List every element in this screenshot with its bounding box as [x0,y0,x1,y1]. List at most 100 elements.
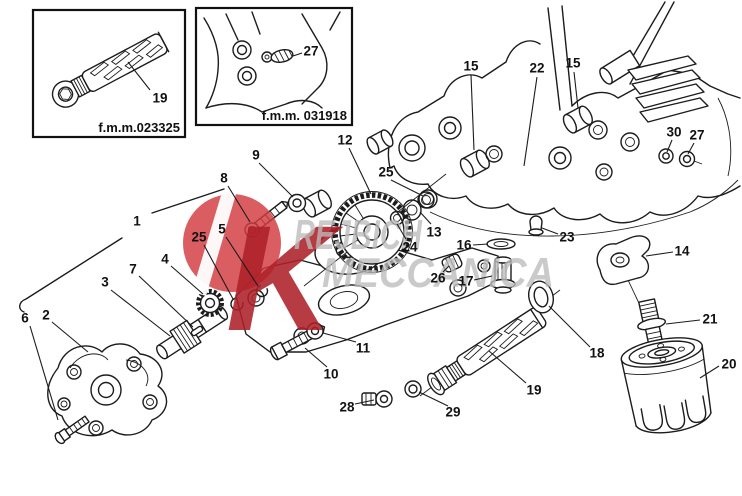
callout-label-8: 8 [220,171,228,186]
callout-leader-28 [354,399,375,405]
callout-leader-6 [29,325,59,421]
strainer-tube-drawing [427,307,547,396]
bushing-15-right [562,105,593,134]
watermark: K REJBICH MECCANICA [183,192,554,362]
callout-leader-27 [292,52,303,57]
inset2-caption: f.m.m. 031918 [262,108,347,123]
cooling-fins [627,55,709,123]
callout-leader-26 [442,265,450,273]
callout-leader-11 [322,332,357,343]
callout-label-4: 4 [161,252,169,267]
bracket-14-drawing [596,235,651,286]
spring-27-drawing [270,49,294,63]
callout-label-6: 6 [21,311,29,326]
callout-label-27: 27 [303,44,318,59]
oil-filter-drawing [620,337,712,434]
callout-label-5: 5 [218,222,226,237]
callout-leader-20 [699,365,720,379]
washer-30-drawing [658,148,674,164]
valve-17-drawing [490,256,516,294]
callout-leader-4 [170,265,204,295]
key-7-drawing [190,325,204,337]
callout-label-15: 15 [565,56,581,71]
callout-label-23: 23 [559,230,575,245]
callout-label-20: 20 [721,357,736,372]
circlip-25-drawing [230,297,244,311]
callout-label-29: 29 [445,405,460,420]
callout-label-16: 16 [456,238,472,253]
callout-leader-18 [548,305,591,348]
washer-16-drawing [486,238,516,250]
callout-leader-10 [304,347,328,368]
inset1-caption: f.m.m.023325 [98,120,180,135]
callout-leader-25 [203,244,234,300]
crankcase-drawing [301,1,741,237]
washer-11-drawing [306,322,324,340]
callout-label-21: 21 [702,312,718,327]
callout-label-3: 3 [101,275,109,290]
callout-leader-2 [51,321,89,353]
callout-leader-19 [127,61,151,91]
callout-label-15: 15 [463,59,479,74]
watermark-logo-slash [192,192,236,296]
callout-label-27: 27 [689,128,704,143]
inset-box-spring: f.m.m. 031918 [194,6,354,127]
seal-13 [402,199,422,221]
washer-9-drawing [287,193,307,213]
callout-leader-3 [110,289,171,337]
screw-6-drawing [54,415,90,445]
ring-18-drawing [527,280,555,314]
callout-label-24: 24 [402,240,418,255]
callout-leader-27 [687,142,695,155]
callout-leader-14 [645,251,674,257]
callout-label-14: 14 [674,244,690,259]
strainer-tube-inset-drawing [51,31,170,108]
crankcase-fragment-inset-drawing [203,11,341,113]
callout-leader-22 [523,76,538,167]
callout-leader-24 [396,223,407,240]
callout-label-12: 12 [337,133,352,148]
watermark-line2: MECCANICA [322,249,554,296]
callout-leader-16 [472,243,489,246]
callout-leader-29 [418,391,449,407]
callout-label-10: 10 [323,367,338,382]
circlip-5-drawing [255,284,269,298]
callout-label-28: 28 [339,400,355,415]
callout-label-13: 13 [426,225,442,240]
washer-29-drawing [404,380,422,398]
callout-label-30: 30 [666,125,681,140]
callout-label-25: 25 [378,165,394,180]
o-ring-case [485,145,503,163]
timing-gear-drawing [303,173,447,287]
gear-4-drawing [196,289,224,317]
pump-cover-drawing [47,343,168,437]
callout-label-2: 2 [42,308,50,323]
callout-label-7: 7 [129,262,137,277]
watermark-line1: REJBICH [294,211,423,258]
callout-label-19: 19 [526,383,541,398]
fitting-28-drawing [361,390,393,408]
callout-leader-30 [666,139,673,153]
assembly-bracket-line [19,188,225,313]
callout-leader-25 [390,179,424,197]
callout-label-26: 26 [430,271,446,286]
union-21-drawing [637,298,667,346]
inset-box-strainer: f.m.m.023325 [31,8,187,139]
callout-label-11: 11 [356,341,371,356]
callout-leader-21 [665,319,701,325]
callout-label-25: 25 [191,230,207,245]
callout-leader-23 [541,227,559,235]
callout-leader-9 [258,162,294,198]
bushing-15-left [459,149,490,178]
callout-leader-7 [138,275,194,328]
plug-23-drawing [528,215,544,236]
callout-leader-15 [470,74,475,151]
callout-leader-17 [473,275,493,281]
callout-leader-13 [419,211,432,225]
callout-leader-12 [348,147,372,195]
screw-27-drawing [678,150,703,168]
callout-leader-19 [488,350,527,384]
callout-leader-15 [573,71,579,109]
callout-label-9: 9 [252,148,260,163]
